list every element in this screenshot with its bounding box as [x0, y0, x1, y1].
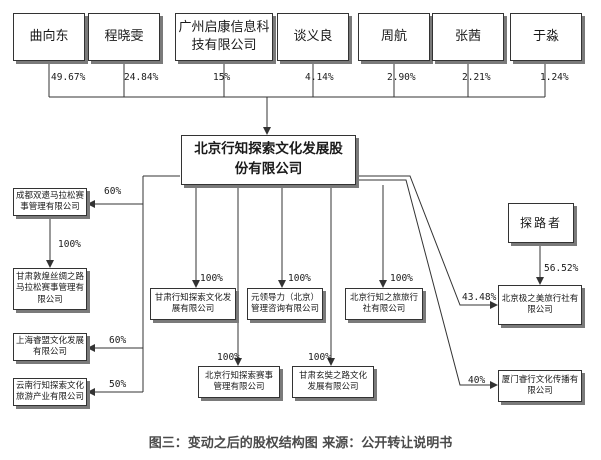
shareholder-name: 于淼: [532, 28, 559, 44]
subsidiary-name: 甘肃敦煌丝绸之路马拉松赛事管理有限公司: [16, 271, 85, 305]
ownership-pct: 60%: [104, 186, 122, 197]
subsidiary-name: 甘肃行知探索文化发展有限公司: [154, 292, 232, 314]
ownership-pct: 43.48%: [462, 292, 497, 303]
shareholder-box: 张茜: [432, 13, 504, 61]
ownership-pct: 40%: [468, 375, 486, 386]
shareholder-name: 张茜: [454, 28, 481, 44]
subsidiary-box: 云南行知探索文化旅游产业有限公司: [13, 378, 87, 406]
subsidiary-name: 北京行知之旅旅行社有限公司: [349, 292, 418, 314]
shareholding-pct: 24.84%: [124, 72, 159, 83]
subsidiary-box: 厦门睿行文化传播有限公司: [498, 370, 582, 402]
subsidiary-name: 甘肃玄奘之路文化发展有限公司: [298, 370, 367, 392]
shareholder-name: 广州启康信息科技有限公司: [178, 20, 270, 53]
shareholding-pct: 49.67%: [51, 72, 86, 83]
subsidiary-box: 甘肃行知探索文化发展有限公司: [150, 288, 236, 320]
shareholder-name: 谈义良: [293, 28, 333, 44]
ownership-pct: 100%: [288, 273, 311, 284]
subsidiary-box: 甘肃玄奘之路文化发展有限公司: [292, 366, 374, 398]
subsidiary-box: 北京行知探索赛事管理有限公司: [198, 366, 280, 398]
shareholding-pct: 2.21%: [462, 72, 491, 83]
ownership-pct: 100%: [58, 239, 81, 250]
shareholder-name: 曲向东: [29, 28, 69, 44]
ownership-pct: 100%: [308, 352, 331, 363]
ownership-pct: 56.52%: [544, 263, 579, 274]
figure-caption: 图三：变动之后的股权结构图 来源：公开转让说明书: [148, 436, 453, 451]
shareholder-name: 程晓雯: [104, 28, 144, 44]
subsidiary-box: 元领导力（北京）管理咨询有限公司: [247, 288, 323, 320]
subsidiary-box: 成都双遗马拉松赛事管理有限公司: [13, 188, 87, 216]
subsidiary-name: 元领导力（北京）管理咨询有限公司: [250, 292, 319, 314]
ownership-pct: 60%: [109, 335, 127, 346]
ownership-pct: 100%: [390, 273, 413, 284]
shareholder-box: 广州启康信息科技有限公司: [175, 13, 273, 61]
ownership-pct: 100%: [217, 352, 240, 363]
subsidiary-box: 上海睿盟文化发展有限公司: [13, 333, 87, 361]
subsidiary-name: 厦门睿行文化传播有限公司: [501, 374, 579, 396]
subsidiary-name: 上海睿盟文化发展有限公司: [16, 335, 85, 357]
subsidiary-name: 北京行知探索赛事管理有限公司: [204, 370, 273, 392]
ownership-pct: 100%: [200, 273, 223, 284]
subsidiary-box: 甘肃敦煌丝绸之路马拉松赛事管理有限公司: [13, 268, 87, 310]
subsidiary-box: 北京行知之旅旅行社有限公司: [345, 288, 423, 320]
ownership-pct: 50%: [109, 379, 127, 390]
subsidiary-name: 北京极之美旅行社有限公司: [501, 293, 579, 315]
shareholder-box: 于淼: [510, 13, 582, 61]
subsidiary-name: 云南行知探索文化旅游产业有限公司: [16, 380, 85, 402]
shareholding-pct: 4.14%: [305, 72, 334, 83]
shareholding-pct: 2.90%: [387, 72, 416, 83]
subsidiary-box: 北京极之美旅行社有限公司: [498, 285, 582, 325]
shareholding-pct: 15%: [213, 72, 231, 83]
shareholder-box: 谈义良: [277, 13, 349, 61]
explorer-name: 探路者: [519, 215, 562, 230]
explorer-box: 探路者: [508, 203, 574, 243]
shareholder-name: 周航: [380, 28, 407, 44]
shareholder-box: 曲向东: [13, 13, 85, 61]
main-company-name: 北京行知探索文化发展股份有限公司: [194, 141, 343, 177]
shareholding-pct: 1.24%: [540, 72, 569, 83]
shareholder-box: 周航: [358, 13, 430, 61]
main-company-box: 北京行知探索文化发展股份有限公司: [181, 135, 356, 185]
subsidiary-name: 成都双遗马拉松赛事管理有限公司: [16, 190, 85, 212]
shareholder-box: 程晓雯: [88, 13, 160, 61]
